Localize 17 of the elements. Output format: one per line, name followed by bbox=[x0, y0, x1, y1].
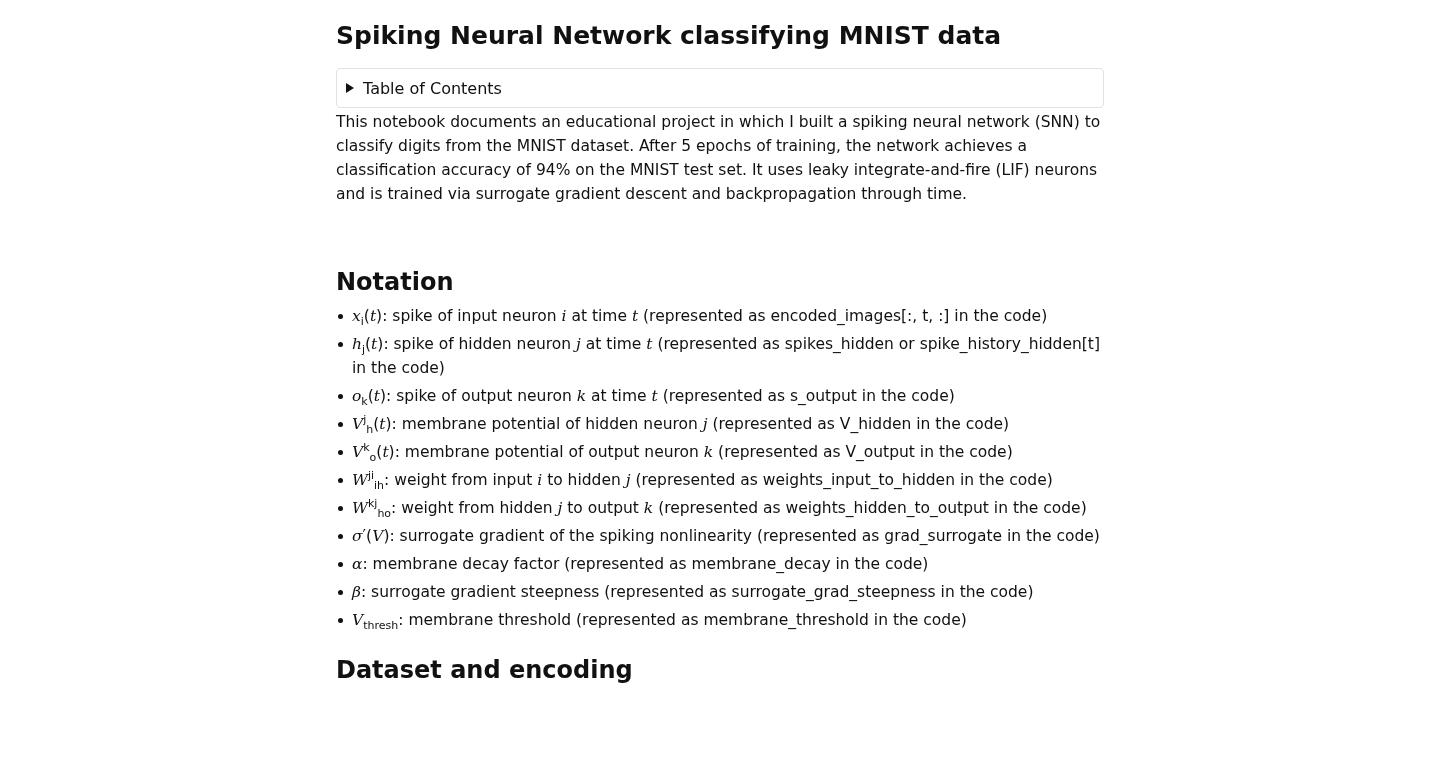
list-item: V$^{k}$$_{o}$(t): membrane potential of output neuron k (represented as V_output in the code) bbox=[352, 440, 1013, 464]
list-item: W$^{ji}$$_{ih}$: weight from input i to hidden j (represented as weights_input_to_hidden in the code) bbox=[352, 468, 1053, 492]
list-item: h$_{j}$(t): spike of hidden neuron j at time t (represented as spikes_hidden or spike_history_hidden[t] in the code) bbox=[352, 334, 1101, 379]
list-item: V$_{thresh}$: membrane threshold (represented as membrane_threshold in the code) bbox=[352, 610, 967, 632]
list-item: o$_{k}$(t): spike of output neuron k at time t (represented as s_output in the code) bbox=[352, 386, 955, 408]
paragraph: This notebook documents an educational project in which I built a spiking neural network (SNN) to classify digits from the MNIST dataset. After 5 epochs of training, the network achieves a classification accuracy of 94% on the MNIST test set. It uses leaky integrate-and-fire (LIF) neurons and is trained via surrogate gradient descent and backpropagation through time. bbox=[336, 112, 1102, 205]
collapsible-panel bbox=[336, 68, 1104, 108]
list-item: W$^{kj}$$_{ho}$: weight from hidden j to output k (represented as weights_hidden_to_output in the code) bbox=[352, 496, 1087, 520]
list-item: V$^{j}$$_{h}$(t): membrane potential of hidden neuron j (represented as V_hidden in the code) bbox=[352, 412, 1010, 436]
list-item: x$_{i}$(t): spike of input neuron i at time t (represented as encoded_images[:, t, :] in the code) bbox=[352, 306, 1048, 328]
page-title: Spiking Neural Network classifying MNIST data bbox=[336, 20, 1002, 52]
list-item: α: membrane decay factor (represented as membrane_decay in the code) bbox=[352, 554, 929, 575]
section-heading: Notation bbox=[336, 267, 455, 298]
section-heading: Dataset and encoding bbox=[336, 655, 634, 686]
panel-heading: Table of Contents bbox=[363, 78, 502, 98]
list-item: β: surrogate gradient steepness (represented as surrogate_grad_steepness in the code) bbox=[352, 582, 1034, 603]
list-item: σ′(V): surrogate gradient of the spiking nonlinearity (represented as grad_surrogate in the code) bbox=[352, 526, 1100, 547]
